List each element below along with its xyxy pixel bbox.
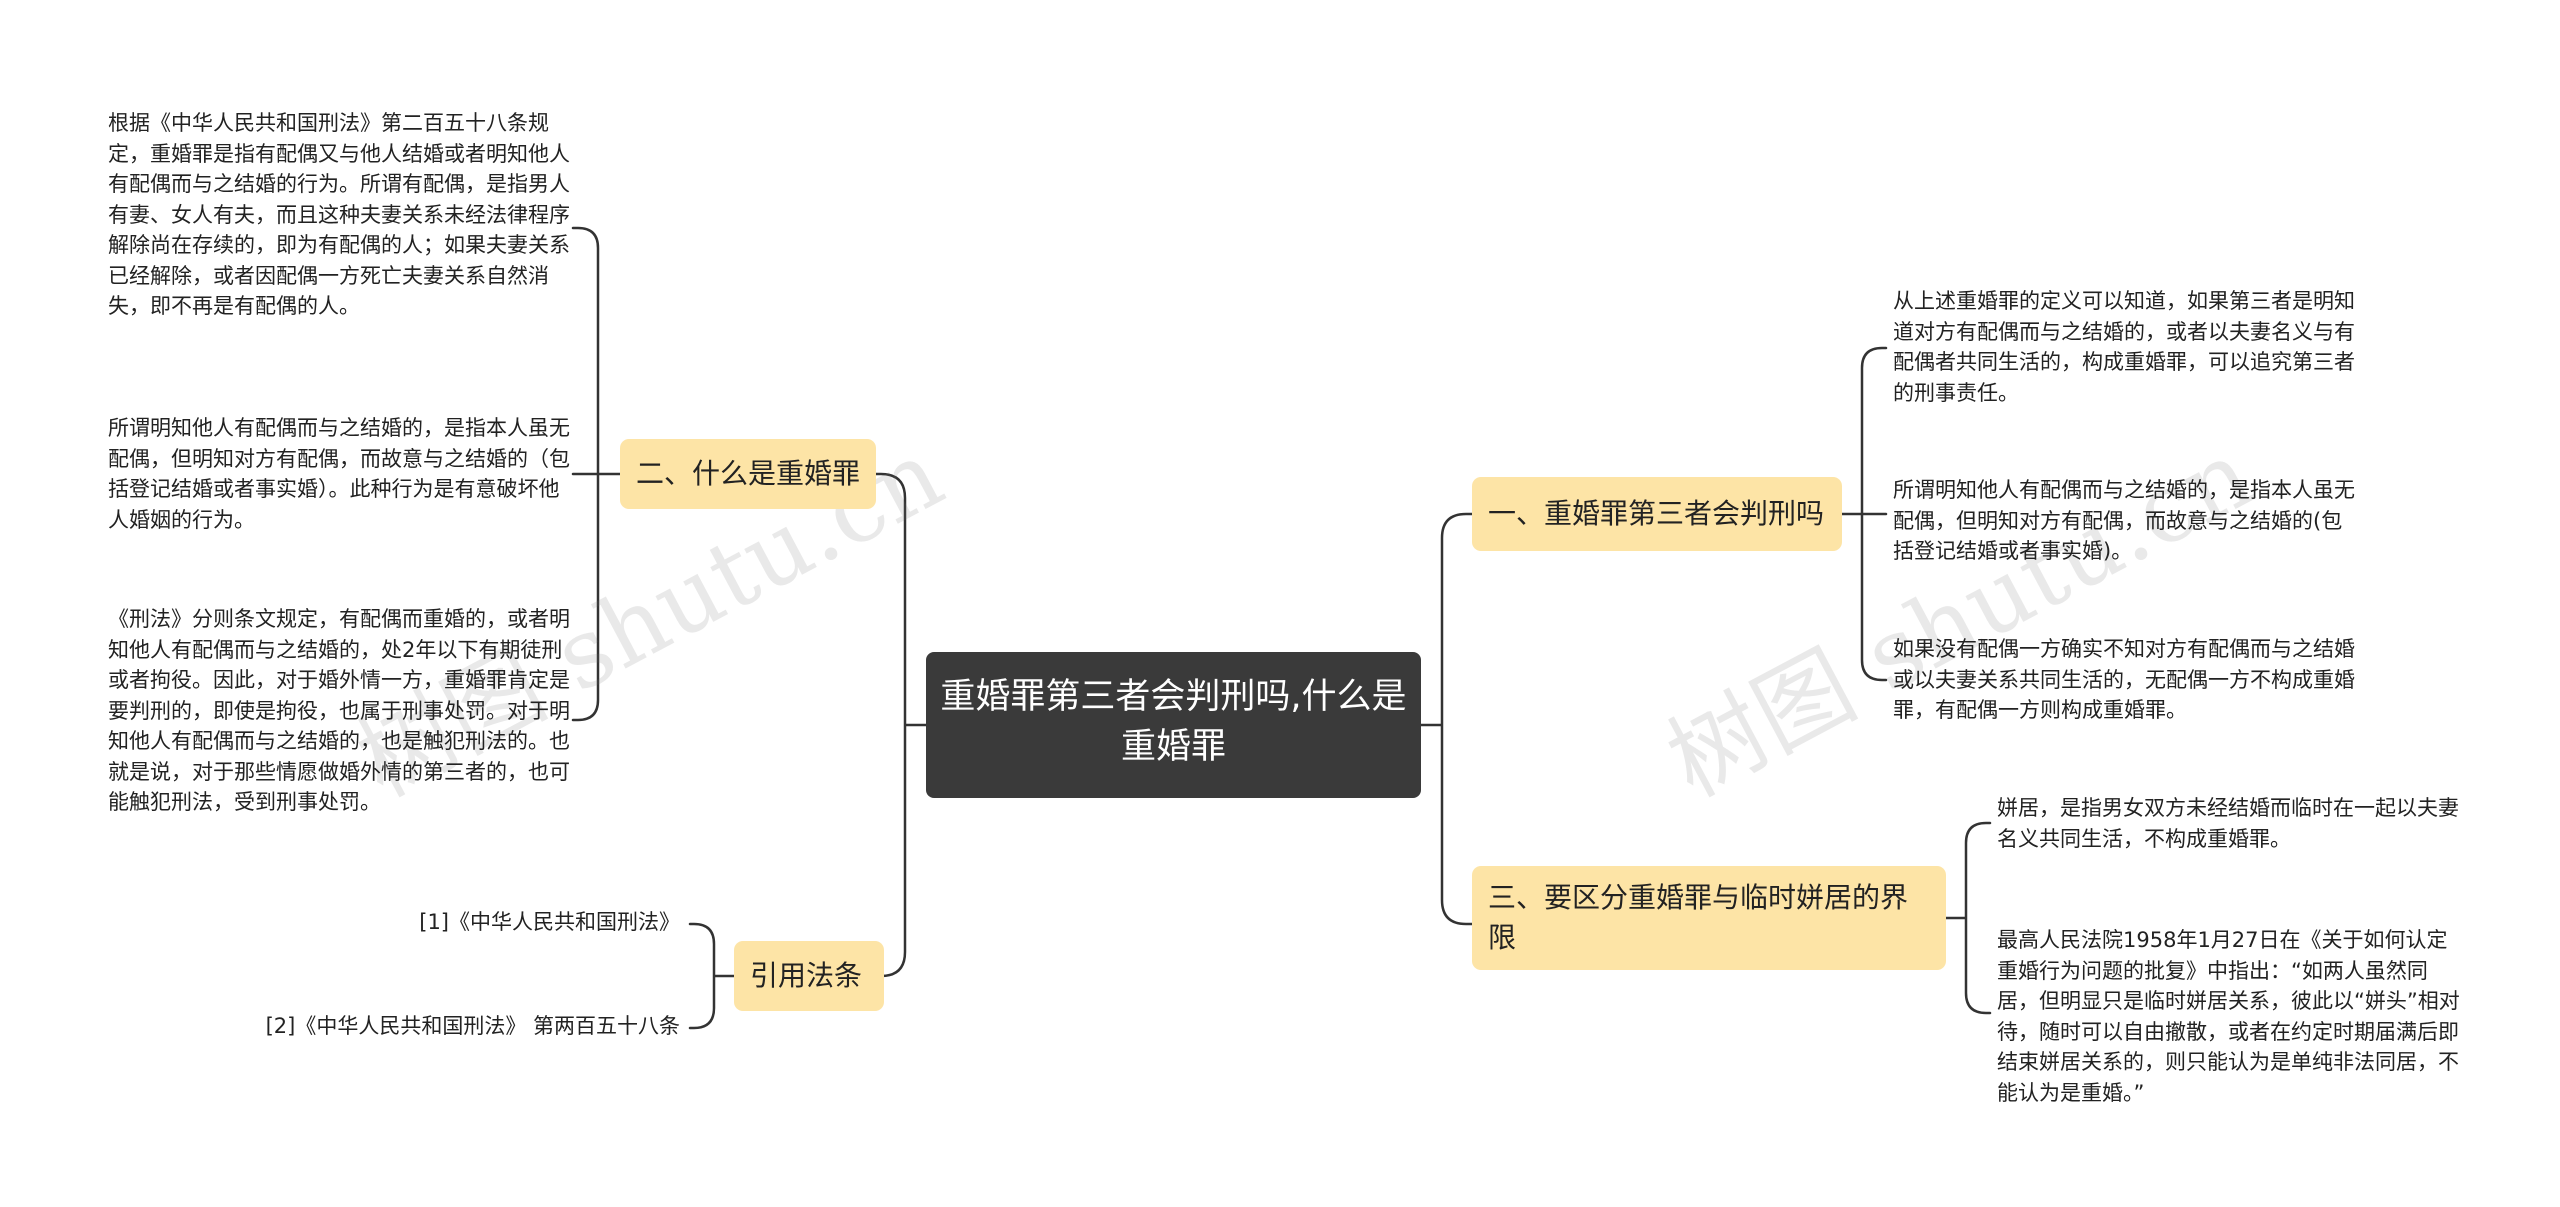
leaf-text: 最高人民法院1958年1月27日在《关于如何认定重婚行为问题的批复》中指出：“如… xyxy=(1997,928,2460,1105)
branch-node-bigamy-vs-cohabitation[interactable]: 三、要区分重婚罪与临时姘居的界限 xyxy=(1472,866,1946,970)
leaf-text: 姘居，是指男女双方未经结婚而临时在一起以夫妻名义共同生活，不构成重婚罪。 xyxy=(1997,796,2459,851)
branch-label: 三、要区分重婚罪与临时姘居的界限 xyxy=(1488,881,1909,954)
branch-node-cited-laws[interactable]: 引用法条 xyxy=(734,941,884,1011)
reference-text: [1]《中华人民共和国刑法》 xyxy=(419,910,680,934)
branch-node-third-party-sentencing[interactable]: 一、重婚罪第三者会判刑吗 xyxy=(1472,477,1842,551)
branch-label: 二、什么是重婚罪 xyxy=(636,457,861,490)
leaf-node[interactable]: 根据《中华人民共和国刑法》第二百五十八条规定，重婚罪是指有配偶又与他人结婚或者明… xyxy=(108,108,573,322)
connector-root-left xyxy=(874,472,928,978)
connector-right2-leaves xyxy=(1944,821,1992,1015)
leaf-node[interactable]: 姘居，是指男女双方未经结婚而临时在一起以夫妻名义共同生活，不构成重婚罪。 xyxy=(1997,793,2467,854)
leaf-text: 所谓明知他人有配偶而与之结婚的，是指本人虽无配偶，但明知对方有配偶，而故意与之结… xyxy=(108,416,570,532)
leaf-node[interactable]: 从上述重婚罪的定义可以知道，如果第三者是明知道对方有配偶而与之结婚的，或者以夫妻… xyxy=(1893,286,2363,408)
root-topic[interactable]: 重婚罪第三者会判刑吗,什么是重婚罪 xyxy=(926,652,1421,798)
root-topic-label: 重婚罪第三者会判刑吗,什么是重婚罪 xyxy=(940,677,1407,767)
reference-text: [2]《中华人民共和国刑法》 第两百五十八条 xyxy=(265,1014,680,1038)
leaf-text: 《刑法》分则条文规定，有配偶而重婚的，或者明知他人有配偶而与之结婚的，处2年以下… xyxy=(108,607,570,814)
leaf-node[interactable]: 所谓明知他人有配偶而与之结婚的，是指本人虽无配偶，但明知对方有配偶，而故意与之结… xyxy=(108,413,573,535)
leaf-node[interactable]: 如果没有配偶一方确实不知对方有配偶而与之结婚或以夫妻关系共同生活的，无配偶一方不… xyxy=(1893,634,2363,726)
branch-label: 引用法条 xyxy=(750,959,863,992)
connector-right1-leaves xyxy=(1840,346,1888,682)
leaf-node[interactable]: 《刑法》分则条文规定，有配偶而重婚的，或者明知他人有配偶而与之结婚的，处2年以下… xyxy=(108,604,573,818)
connector-left2-refs xyxy=(688,922,736,1030)
connector-left1-leaves xyxy=(571,226,622,722)
leaf-text: 如果没有配偶一方确实不知对方有配偶而与之结婚或以夫妻关系共同生活的，无配偶一方不… xyxy=(1893,637,2355,722)
leaf-node[interactable]: 所谓明知他人有配偶而与之结婚的，是指本人虽无配偶，但明知对方有配偶，而故意与之结… xyxy=(1893,475,2363,567)
reference-item[interactable]: [2]《中华人民共和国刑法》 第两百五十八条 xyxy=(180,1011,680,1041)
leaf-node[interactable]: 最高人民法院1958年1月27日在《关于如何认定重婚行为问题的批复》中指出：“如… xyxy=(1997,925,2467,1108)
leaf-text: 根据《中华人民共和国刑法》第二百五十八条规定，重婚罪是指有配偶又与他人结婚或者明… xyxy=(108,111,570,318)
connector-root-right xyxy=(1419,512,1474,926)
leaf-text: 从上述重婚罪的定义可以知道，如果第三者是明知道对方有配偶而与之结婚的，或者以夫妻… xyxy=(1893,289,2355,405)
reference-item[interactable]: [1]《中华人民共和国刑法》 xyxy=(240,907,680,937)
branch-label: 一、重婚罪第三者会判刑吗 xyxy=(1488,497,1825,530)
branch-node-what-is-bigamy[interactable]: 二、什么是重婚罪 xyxy=(620,439,876,509)
leaf-text: 所谓明知他人有配偶而与之结婚的，是指本人虽无配偶，但明知对方有配偶，而故意与之结… xyxy=(1893,478,2355,563)
